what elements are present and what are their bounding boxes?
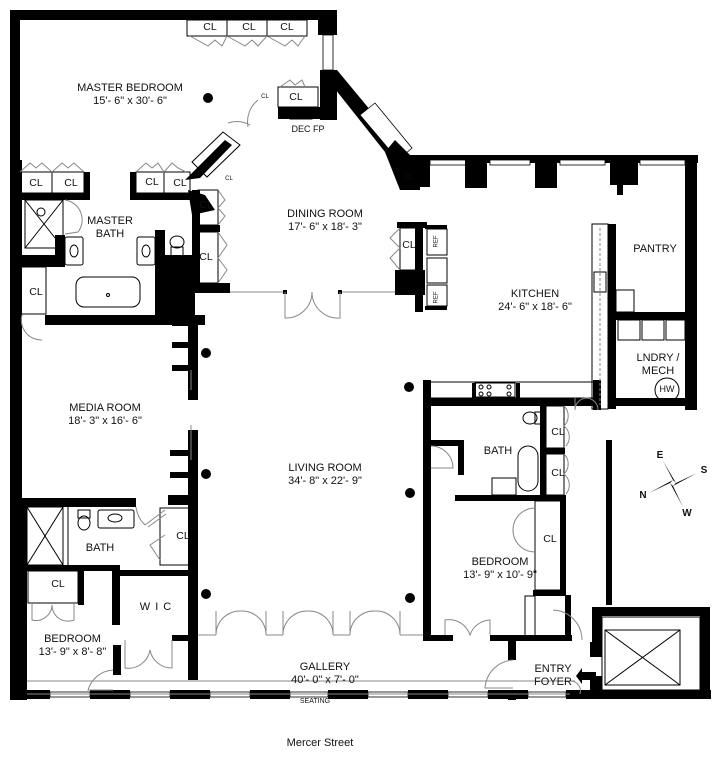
wic-label: W I C — [139, 601, 173, 613]
closet-label: CL — [242, 21, 256, 33]
gallery-dimensions: 40'- 0" x 7'- 0" — [291, 673, 359, 686]
kitchen-dimensions: 24'- 6" x 18'- 6" — [498, 300, 572, 313]
bedroom-right-dimensions: 13'- 9" x 10'- 9" — [463, 568, 537, 581]
closet-label-small: CL — [405, 175, 413, 181]
pantry-label: PANTRY — [633, 243, 677, 255]
laundry-label: LNDRY / MECH — [628, 352, 688, 377]
closet-label-small: CL — [225, 176, 233, 182]
closet-label: CL — [289, 91, 303, 103]
closet-label-small: CL — [261, 94, 269, 100]
closet-label: CL — [199, 251, 213, 263]
dining-room-label: DINING ROOM 17'- 6" x 18'- 3" — [260, 208, 390, 233]
gallery-label: GALLERY 40'- 0" x 7'- 0" — [270, 661, 380, 686]
fixtures-and-doors — [19, 19, 701, 695]
living-room-label: LIVING ROOM 34'- 8" x 22'- 9" — [260, 462, 390, 487]
master-bedroom-dimensions: 15'- 6" x 30'- 6" — [93, 94, 167, 107]
master-bath-name-line1: MASTER — [87, 215, 133, 227]
bedroom-left-label: BEDROOM 13'- 9" x 8'- 8" — [30, 633, 115, 658]
bedroom-left-dimensions: 13'- 9" x 8'- 8" — [38, 645, 107, 658]
closet-label: CL — [280, 21, 294, 33]
street-label: Mercer Street — [286, 737, 354, 749]
laundry-name-line2: MECH — [641, 364, 675, 377]
media-room-label: MEDIA ROOM 18'- 3" x 16'- 6" — [50, 402, 160, 427]
closet-label: CL — [64, 177, 78, 189]
closet-label: CL — [199, 199, 213, 211]
bedroom-left-name: BEDROOM — [44, 633, 101, 645]
gallery-name: GALLERY — [299, 661, 351, 673]
compass-south-label: S — [700, 465, 708, 476]
master-bath-label: MASTER BATH — [80, 215, 140, 240]
ref-label: REF — [433, 235, 440, 248]
closet-label: CL — [402, 239, 416, 251]
dining-room-name: DINING ROOM — [287, 208, 363, 220]
master-bath-name-line2: BATH — [95, 227, 125, 240]
dec-fp-label: DEC FP — [291, 124, 325, 134]
compass-west-label: W — [682, 508, 692, 519]
closet-label: CL — [173, 177, 187, 189]
left-bath-label: BATH — [85, 542, 115, 554]
living-room-dimensions: 34'- 8" x 22'- 9" — [288, 474, 362, 487]
closet-label: CL — [551, 426, 565, 438]
compass-icon — [649, 461, 697, 507]
compass-north-label: N — [639, 490, 647, 501]
master-bedroom-name: MASTER BEDROOM — [77, 82, 183, 94]
structural-columns — [201, 93, 415, 603]
entry-foyer-name-line2: FOYER — [534, 675, 572, 688]
closet-label: CL — [51, 578, 65, 590]
closet-label: CL — [29, 177, 43, 189]
closet-label: CL — [176, 530, 190, 542]
entry-foyer-label: ENTRY FOYER — [528, 663, 578, 688]
master-bedroom-label: MASTER BEDROOM 15'- 6" x 30'- 6" — [70, 82, 190, 107]
closet-label: CL — [29, 286, 43, 298]
closet-label: CL — [203, 21, 217, 33]
hot-water-heater-label: HW — [659, 384, 675, 394]
ref-label: REF — [433, 291, 440, 304]
media-room-dimensions: 18'- 3" x 16'- 6" — [68, 414, 142, 427]
kitchen-name: KITCHEN — [510, 288, 560, 300]
closet-label: CL — [543, 533, 557, 545]
compass-east-label: E — [656, 450, 664, 461]
interior-walls — [20, 140, 697, 700]
closet-label: CL — [145, 176, 159, 188]
laundry-name-line1: LNDRY / — [636, 352, 680, 364]
kitchen-label: KITCHEN 24'- 6" x 18'- 6" — [480, 288, 590, 313]
closet-label: CL — [551, 467, 565, 479]
dining-room-dimensions: 17'- 6" x 18'- 3" — [288, 220, 362, 233]
living-room-name: LIVING ROOM — [288, 462, 362, 474]
right-bath-label: BATH — [483, 445, 513, 457]
media-room-name: MEDIA ROOM — [69, 402, 141, 414]
bedroom-right-label: BEDROOM 13'- 9" x 10'- 9" — [445, 556, 555, 581]
bedroom-right-name: BEDROOM — [471, 556, 529, 568]
seating-label: SEATING — [299, 698, 331, 705]
entry-foyer-name-line1: ENTRY — [534, 663, 572, 675]
